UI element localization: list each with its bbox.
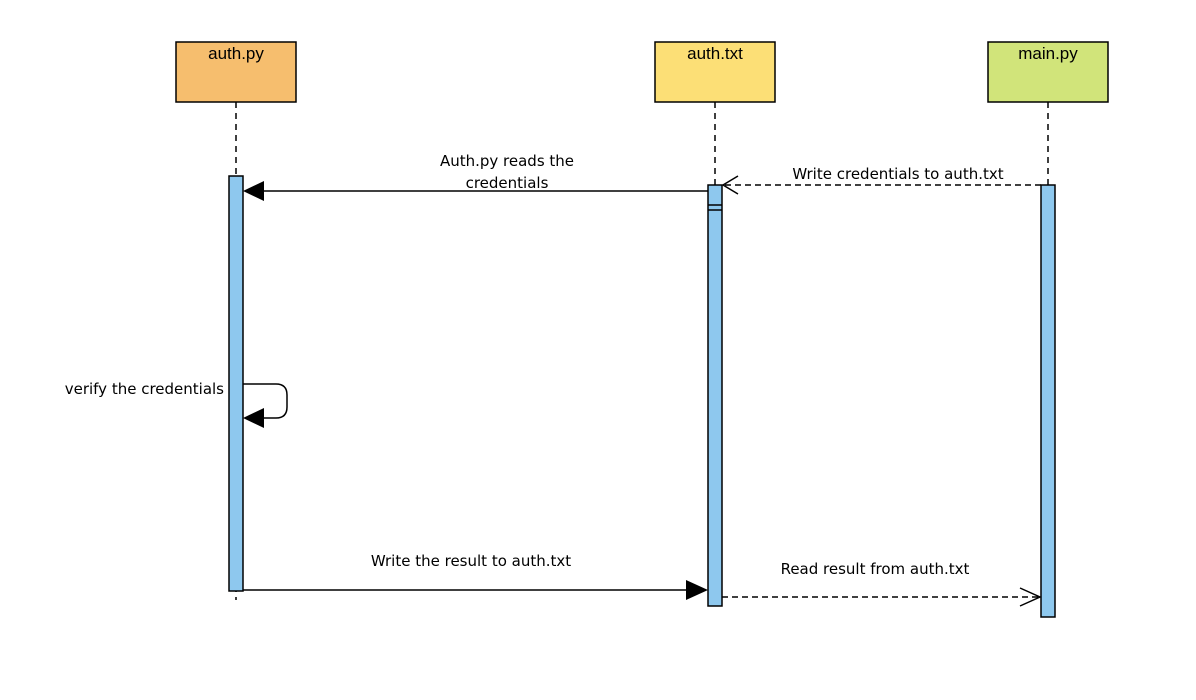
participant-label: auth.py (208, 44, 264, 63)
participant-label: main.py (1018, 44, 1078, 63)
participant-box (175, 41, 297, 103)
message-label: Read result from auth.txt (781, 560, 970, 578)
message-label: credentials (466, 174, 549, 192)
message-label: Auth.py reads the (440, 152, 574, 170)
message-write-result[interactable]: Write the result to auth.txt (243, 552, 708, 600)
participant-box (654, 41, 776, 103)
message-label: Write credentials to auth.txt (792, 165, 1003, 183)
filled-arrowhead-icon (243, 181, 264, 201)
message-label: Write the result to auth.txt (371, 552, 571, 570)
participant-auth-py[interactable]: auth.py (175, 41, 297, 103)
filled-arrowhead-icon (686, 580, 708, 600)
participant-box (987, 41, 1109, 103)
filled-arrowhead-icon (243, 408, 264, 428)
message-write-credentials[interactable]: Write credentials to auth.txt (721, 165, 1041, 195)
participant-main-py[interactable]: main.py (987, 41, 1109, 103)
message-read-result[interactable]: Read result from auth.txt (722, 560, 1042, 607)
message-label: verify the credentials (65, 380, 224, 398)
open-arrowhead-icon (1019, 587, 1042, 607)
participant-label: auth.txt (687, 44, 743, 63)
activation-auth-txt (707, 184, 723, 607)
activation-main-py (1040, 184, 1056, 618)
activation-auth-py (228, 175, 244, 592)
message-verify-credentials[interactable]: verify the credentials (65, 380, 288, 428)
message-reads-credentials[interactable]: Auth.py reads the credentials (243, 152, 708, 201)
self-message-loop (243, 383, 288, 419)
participant-auth-txt[interactable]: auth.txt (654, 41, 776, 103)
open-arrowhead-icon (721, 175, 739, 195)
